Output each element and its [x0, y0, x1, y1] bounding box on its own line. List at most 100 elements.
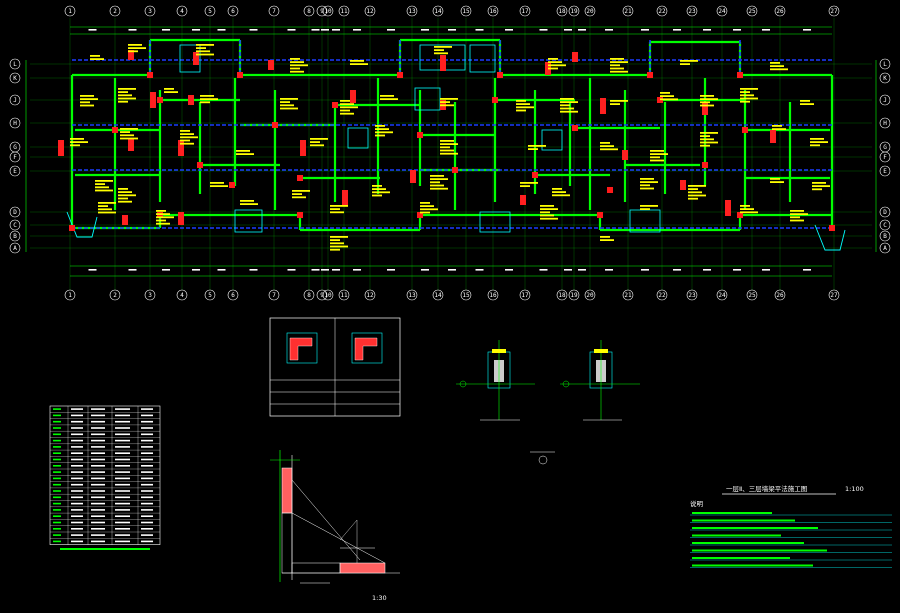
dimension-text: [387, 29, 395, 31]
bottom-axis-label: 6: [231, 292, 235, 299]
dimension-text: [217, 29, 226, 31]
table-cell: [91, 446, 105, 448]
bottom-axis-bubble: 24: [716, 289, 728, 301]
bottom-axis-label: 10: [324, 292, 332, 299]
bottom-axis-bubble: 1: [64, 289, 76, 301]
top-axis-label: 9: [320, 8, 324, 15]
wall-section-detail: 1:30: [270, 450, 400, 602]
table-cell: [53, 521, 61, 524]
right-axis-label: D: [883, 209, 887, 216]
bay-window: [66, 211, 98, 238]
dimension-text: [192, 269, 200, 271]
table-cell: [71, 471, 83, 473]
dimension-text: [578, 269, 586, 271]
dimension-text: [321, 269, 329, 271]
dimension-text: [475, 29, 484, 31]
table-cell: [141, 471, 153, 473]
beam-section-details: [456, 340, 640, 465]
top-axis-label: 26: [776, 8, 784, 15]
dimension-text: [162, 29, 170, 31]
top-axis-bubble: 19: [568, 5, 580, 17]
dimension-text: [448, 29, 456, 31]
dimension-text: [641, 29, 649, 31]
table-cell: [115, 427, 130, 429]
dimension-text: [321, 29, 329, 31]
annotation-block: [548, 58, 566, 70]
table-cell: [141, 483, 153, 486]
bay-window: [814, 224, 846, 251]
annotation-block: [810, 138, 828, 147]
annotation-block: [118, 88, 136, 103]
column: [272, 122, 278, 128]
table-cell: [53, 439, 61, 442]
table-cell: [141, 458, 153, 461]
dimension-text: [578, 29, 586, 31]
column-tag: [572, 52, 578, 62]
column-tag: [268, 60, 274, 70]
left-axis-label: C: [13, 222, 17, 229]
left-axis-label: J: [13, 97, 17, 104]
table-cell: [71, 427, 83, 429]
right-axis-bubble: F: [879, 151, 891, 163]
table-cell: [115, 515, 130, 517]
bottom-axis-bubble: 16: [487, 289, 499, 301]
top-axis-label: 10: [324, 8, 332, 15]
table-cell: [53, 477, 61, 480]
table-cell: [71, 439, 83, 442]
table-cell: [91, 483, 105, 486]
dimension-text: [762, 269, 770, 271]
table-cell: [115, 534, 130, 536]
table-cell: [115, 433, 130, 436]
annotation-block: [688, 185, 706, 200]
table-cell: [141, 420, 153, 423]
bottom-axis-bubble: 8: [303, 289, 315, 301]
right-axis-label: B: [883, 233, 887, 240]
dimension-text: [505, 29, 513, 31]
annotation-block: [700, 95, 718, 107]
column-tag: [178, 212, 184, 225]
table-cell: [91, 471, 105, 473]
top-axis-label: 4: [180, 8, 184, 15]
table-cell: [53, 490, 61, 492]
top-axis-bubble: 26: [774, 5, 786, 17]
bottom-axis-bubble: 21: [622, 289, 634, 301]
top-axis-bubble: 8: [303, 5, 315, 17]
top-axis-label: 22: [658, 8, 666, 15]
bottom-axis-bubble: 14: [432, 289, 444, 301]
annotation-block: [156, 210, 174, 225]
annotation-block: [528, 145, 546, 150]
table-cell: [71, 502, 83, 505]
top-axis-bubble: 14: [432, 5, 444, 17]
annotation-block: [812, 182, 830, 191]
right-axis-label: J: [883, 97, 887, 104]
column: [647, 72, 653, 78]
bottom-axis-label: 14: [434, 292, 442, 299]
annotation-block: [600, 236, 614, 241]
table-cell: [115, 502, 130, 505]
annotation-block: [290, 58, 308, 73]
dimension-text: [311, 269, 320, 271]
table-cell: [141, 502, 153, 505]
dimension-text: [703, 29, 711, 31]
annotation-block: [375, 125, 393, 137]
dimension-text: [249, 269, 258, 271]
drawing-title: 一层Ⅱ、三层墙梁平法施工图: [726, 484, 807, 493]
annotation-block: [292, 190, 310, 199]
column: [297, 212, 303, 218]
column-tag: [622, 150, 628, 160]
note-line: [692, 549, 827, 552]
column-tag: [122, 215, 128, 225]
top-axis-label: 17: [521, 8, 529, 15]
annotation-block: [660, 92, 678, 101]
right-axis-label: G: [883, 144, 887, 151]
table-cell: [91, 528, 105, 530]
table-cell: [71, 540, 83, 543]
table-cell: [53, 446, 61, 448]
bottom-axis-label: 19: [570, 292, 578, 299]
left-axis-bubble: C: [9, 219, 21, 231]
bottom-axis-bubble: 6: [227, 289, 239, 301]
top-axis-label: 19: [570, 8, 578, 15]
corner-column-detail-2: [351, 332, 383, 364]
annotation-block: [180, 130, 198, 145]
